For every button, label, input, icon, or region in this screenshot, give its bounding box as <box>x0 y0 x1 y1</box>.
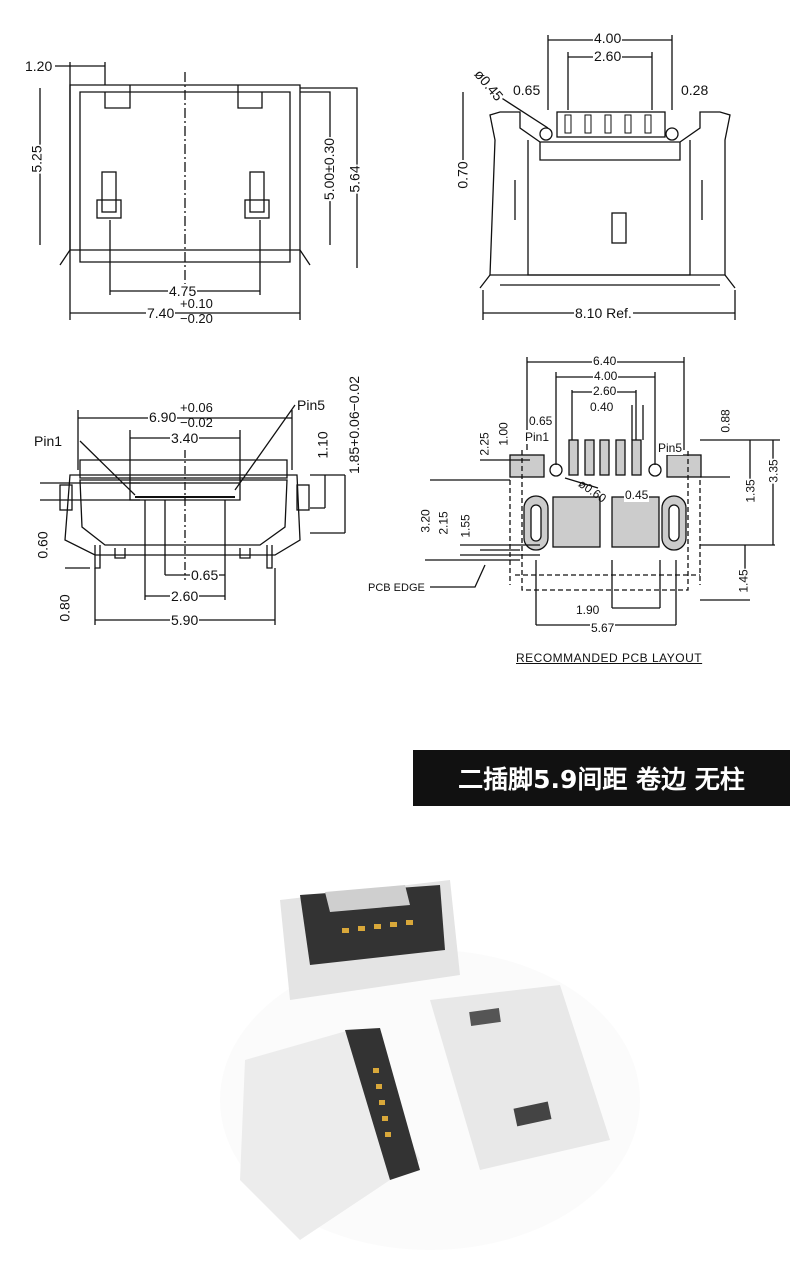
dim-2-60: 2.60 <box>593 48 623 64</box>
dim-0-65: 0.65 <box>190 567 220 583</box>
dim-6-90: 6.90 <box>148 409 178 425</box>
front-view-drawing <box>462 35 736 320</box>
banner-text: 二插脚5.9间距 卷边 无柱 <box>458 765 745 794</box>
spec-banner: 二插脚5.9间距 卷边 无柱 <box>413 750 790 806</box>
pin1-label: Pin1 <box>33 433 64 449</box>
dim-1-10: 1.10 <box>314 430 331 460</box>
dim-0-60: 0.60 <box>34 530 51 560</box>
dim-1-90: 1.90 <box>575 603 601 617</box>
pin5-label: Pin5 <box>296 397 327 413</box>
dim-0-70: 0.70 <box>454 160 471 190</box>
pcb-layout-drawing <box>425 357 780 626</box>
dim-1-45: 1.45 <box>736 568 751 594</box>
dim-2-60: 2.60 <box>592 384 618 398</box>
dim-1-00: 1.00 <box>496 421 511 447</box>
pcb-pin1-label: Pin1 <box>524 430 551 444</box>
top-view-drawing <box>39 62 358 320</box>
dim-2-15: 2.15 <box>436 510 451 536</box>
dim-5-00: 5.00±0.30 <box>321 136 338 202</box>
product-photo <box>220 880 640 1250</box>
dim-7-40-minus: −0.20 <box>180 311 213 326</box>
dim-1-85: 1.85+0.06−0.02 <box>346 374 363 476</box>
dim-5-67: 5.67 <box>590 621 616 635</box>
dim-3-35: 3.35 <box>766 458 781 484</box>
dim-5-25: 5.25 <box>28 144 45 174</box>
dim-3-40: 3.40 <box>170 430 200 446</box>
dim-7-40: 7.40 <box>146 305 176 321</box>
pcb-layout-title: RECOMMANDED PCB LAYOUT <box>516 651 703 665</box>
dim-1-20: 1.20 <box>24 58 54 74</box>
dim-5-90: 5.90 <box>170 612 200 628</box>
dim-4-75: 4.75 <box>168 283 198 299</box>
dim-0-28: 0.28 <box>680 82 710 98</box>
pcb-pin5-label: Pin5 <box>657 441 684 455</box>
dim-7-40-plus: +0.10 <box>180 296 213 311</box>
pcb-edge-label: PCB EDGE <box>367 581 426 595</box>
dim-2-25: 2.25 <box>477 431 492 457</box>
dim-0-65: 0.65 <box>512 82 542 98</box>
dim-0-80: 0.80 <box>56 593 73 623</box>
dim-6-40: 6.40 <box>592 354 618 368</box>
dim-1-55: 1.55 <box>458 513 473 539</box>
dim-2-60: 2.60 <box>170 588 200 604</box>
dim-4-00: 4.00 <box>593 369 619 383</box>
dim-3-20: 3.20 <box>418 508 433 534</box>
dim-0-45: 0.45 <box>624 488 650 502</box>
dim-0-65: 0.65 <box>528 414 554 428</box>
dim-5-64: 5.64 <box>346 164 363 194</box>
dim-0-88: 0.88 <box>718 408 733 434</box>
dim-6-90-plus: +0.06 <box>180 400 213 415</box>
dim-6-90-minus: −0.02 <box>180 415 213 430</box>
dim-8-10-ref: 8.10 Ref. <box>574 305 633 321</box>
dim-1-35: 1.35 <box>743 478 758 504</box>
dim-0-40: 0.40 <box>589 400 615 414</box>
dim-4-00: 4.00 <box>593 30 623 46</box>
